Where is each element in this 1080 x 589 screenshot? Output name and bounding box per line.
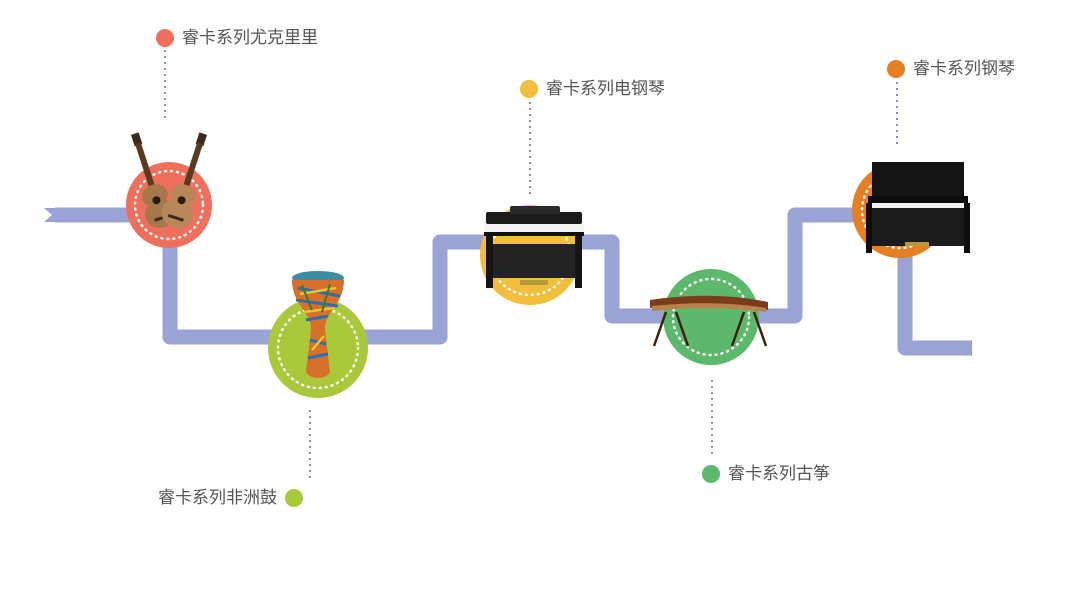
upright-piano-icon (866, 162, 970, 253)
path-arrow-tail (44, 208, 62, 222)
digital-piano-icon (484, 206, 584, 288)
dot-djembe (285, 489, 303, 507)
guzheng-icon (650, 295, 768, 347)
dot-digital-piano (520, 80, 538, 98)
label-piano: 睿卡系列钢琴 (887, 58, 1015, 80)
dot-guzheng (702, 465, 720, 483)
dot-piano (887, 60, 905, 78)
label-text-djembe: 睿卡系列非洲鼓 (158, 488, 277, 508)
label-text-ukulele: 睿卡系列尤克里里 (182, 28, 318, 48)
label-djembe: 睿卡系列非洲鼓 (158, 487, 303, 509)
label-digital-piano: 睿卡系列电钢琴 (520, 78, 665, 100)
label-guzheng: 睿卡系列古筝 (702, 463, 830, 485)
label-text-digital-piano: 睿卡系列电钢琴 (546, 79, 665, 99)
dot-ukulele (156, 29, 174, 47)
label-text-piano: 睿卡系列钢琴 (913, 59, 1015, 79)
label-ukulele: 睿卡系列尤克里里 (156, 27, 318, 49)
djembe-icon (292, 271, 344, 378)
label-text-guzheng: 睿卡系列古筝 (728, 464, 830, 484)
ukulele-icon (131, 132, 207, 228)
